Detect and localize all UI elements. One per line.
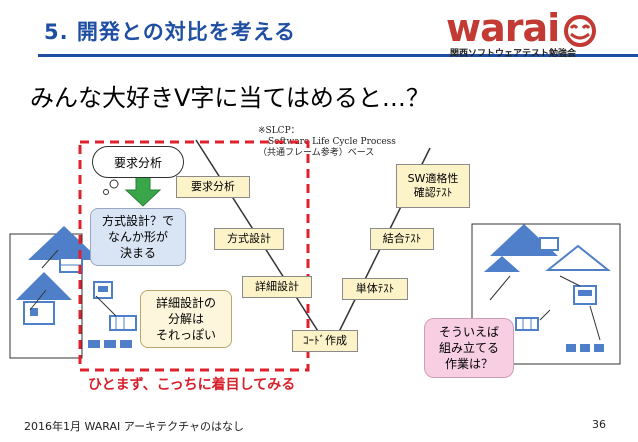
title-underline xyxy=(38,54,638,57)
box-label: ｺｰﾄﾞ作成 xyxy=(303,334,347,347)
callout-line: 詳細設計の xyxy=(155,296,216,310)
note-line: Software Life Cycle Process xyxy=(268,137,396,147)
focus-label: ひとまず、こっちに着目してみる xyxy=(88,377,296,393)
box-label: 要求分析 xyxy=(191,180,235,193)
callout-line: 決まる xyxy=(119,246,156,260)
page-number: 36 xyxy=(592,418,606,431)
architecture-design-box: 方式設計 xyxy=(214,228,284,250)
footer-text: 2016年1月 WARAI アーキテクチャのはなし xyxy=(24,420,244,433)
detailed-design-box: 詳細設計 xyxy=(242,276,312,298)
design-callout: 方式設計？で なんか形が 決まる xyxy=(90,208,186,266)
callout-line: 分解は xyxy=(167,312,204,326)
callout-line: それっぽい xyxy=(155,328,216,342)
integration-test-box: 結合ﾃｽﾄ xyxy=(370,228,434,250)
coding-box: ｺｰﾄﾞ作成 xyxy=(292,330,358,352)
unit-test-box: 単体ﾃｽﾄ xyxy=(342,278,408,300)
callout-line: なんか形が xyxy=(107,230,168,244)
focus-dashed-region xyxy=(78,140,310,372)
slide-subtitle: みんな大好きV字に当てはめると…？ xyxy=(30,84,430,112)
note-line: （共通フレーム参考）ベース xyxy=(258,148,375,158)
box-label: 確認ﾃｽﾄ xyxy=(413,186,453,199)
callout-line: 組み立てる xyxy=(438,341,499,355)
warai-logo: warai xyxy=(446,6,560,50)
box-label: SW適格性 xyxy=(407,172,459,185)
sw-qualification-test-box: SW適格性 確認ﾃｽﾄ xyxy=(396,164,470,208)
thought-cloud-text: 要求分析 xyxy=(113,155,162,170)
left-architecture-illustration xyxy=(9,226,137,359)
callout-line: 作業は？ xyxy=(444,357,493,371)
note-line: ※SLCP： xyxy=(258,126,300,136)
logo-smile-icon xyxy=(564,15,596,47)
detailed-design-callout: 詳細設計の 分解は それっぽい xyxy=(140,290,232,348)
box-label: 方式設計 xyxy=(227,232,271,245)
down-arrow-icon xyxy=(124,175,162,207)
assemble-callout: そういえば 組み立てる 作業は？ xyxy=(424,318,514,378)
requirements-analysis-box: 要求分析 xyxy=(176,176,250,198)
callout-line: 方式設計？で xyxy=(101,214,174,228)
slide-title: 5. 開発との対比を考える xyxy=(44,20,297,44)
box-label: 詳細設計 xyxy=(255,280,299,293)
box-label: 単体ﾃｽﾄ xyxy=(355,282,395,295)
box-label: 結合ﾃｽﾄ xyxy=(382,232,422,245)
logo-subtitle: 関西ソフトウェアテスト勉強会 xyxy=(450,49,577,59)
thought-cloud: 要求分析 xyxy=(92,146,184,178)
slcp-note: ※SLCP： Software Life Cycle Process （共通フレ… xyxy=(258,126,396,159)
callout-line: そういえば xyxy=(438,325,499,339)
